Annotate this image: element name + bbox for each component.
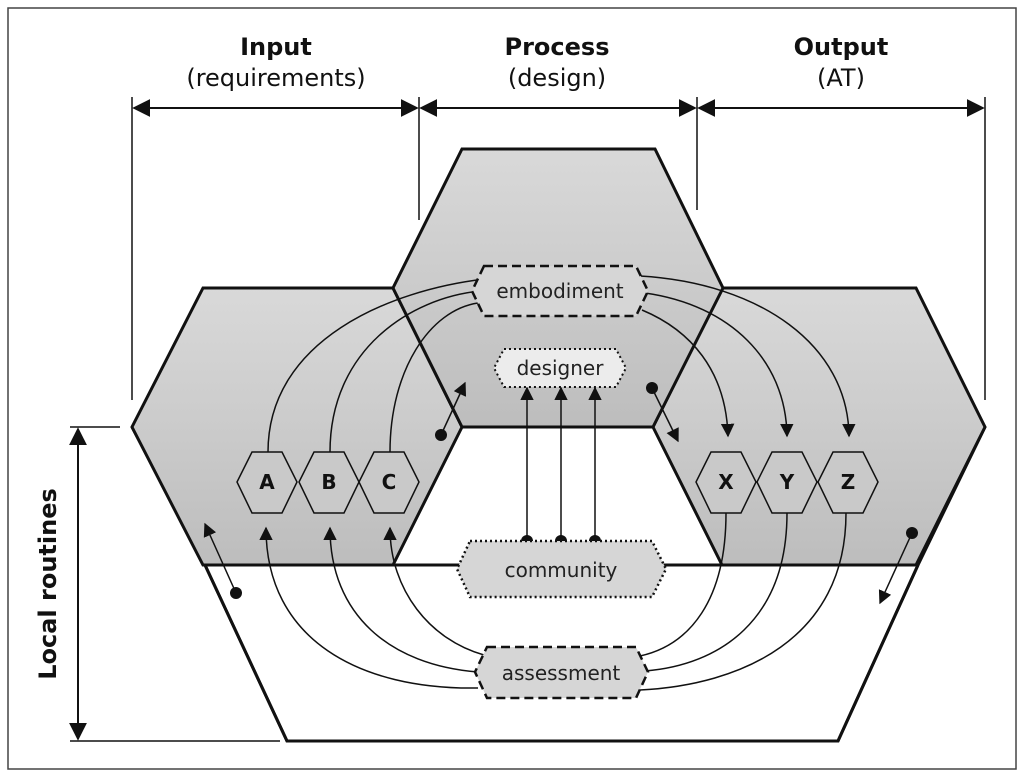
embodiment-label: embodiment [496, 279, 623, 303]
output-item-x-label: X [718, 470, 734, 494]
local-to-input-dot [230, 587, 242, 599]
output-subtitle: (AT) [817, 64, 865, 92]
process-to-output-dot [646, 382, 658, 394]
input-to-process-dot [435, 429, 447, 441]
input-item-c: C [358, 451, 420, 514]
community-label: community [505, 558, 618, 582]
arc-z-assessment [639, 512, 847, 691]
process-to-output-arrow [651, 387, 679, 443]
arc-assessment-b [323, 526, 479, 673]
process-subtitle: (design) [508, 64, 606, 92]
arc-embodiment-y [644, 292, 794, 438]
output-item-y-label: Y [779, 470, 795, 494]
arc-x-assessment [639, 512, 727, 657]
community-node [455, 539, 668, 599]
arc-a-embodiment [267, 278, 486, 453]
arc-assessment-a [259, 526, 479, 689]
output-item-x: X [695, 451, 757, 514]
input-item-a: A [236, 451, 298, 514]
arc-y-assessment [644, 512, 788, 672]
input-item-c-label: C [382, 470, 397, 494]
output-to-local-dot [906, 527, 918, 539]
arc-embodiment-x [641, 309, 735, 438]
arc-b-embodiment [329, 290, 481, 453]
assessment-node [473, 645, 650, 700]
arc-assessment-c [383, 526, 485, 656]
input-item-b: B [298, 451, 360, 514]
local-routines-label: Local routines [34, 488, 62, 680]
embodiment-node [470, 264, 650, 318]
input-to-process-arrow [440, 381, 467, 436]
process-title: Process [505, 33, 610, 61]
outer-frame [7, 7, 1017, 770]
arc-embodiment-z [639, 275, 856, 438]
output-to-local-arrow [878, 532, 913, 605]
local-routines-outline [203, 564, 920, 743]
designer-label: designer [517, 356, 605, 380]
assessment-label: assessment [502, 661, 621, 685]
input-title: Input [240, 33, 312, 61]
output-item-y: Y [756, 451, 818, 514]
input-item-a-label: A [259, 470, 275, 494]
local-to-input-arrow [203, 522, 237, 594]
arc-c-embodiment [389, 302, 479, 453]
designer-node [492, 348, 628, 388]
output-item-z: Z [817, 451, 879, 514]
output-item-z-label: Z [841, 470, 856, 494]
input-subtitle: (requirements) [186, 64, 365, 92]
output-title: Output [794, 33, 889, 61]
input-item-b-label: B [321, 470, 336, 494]
